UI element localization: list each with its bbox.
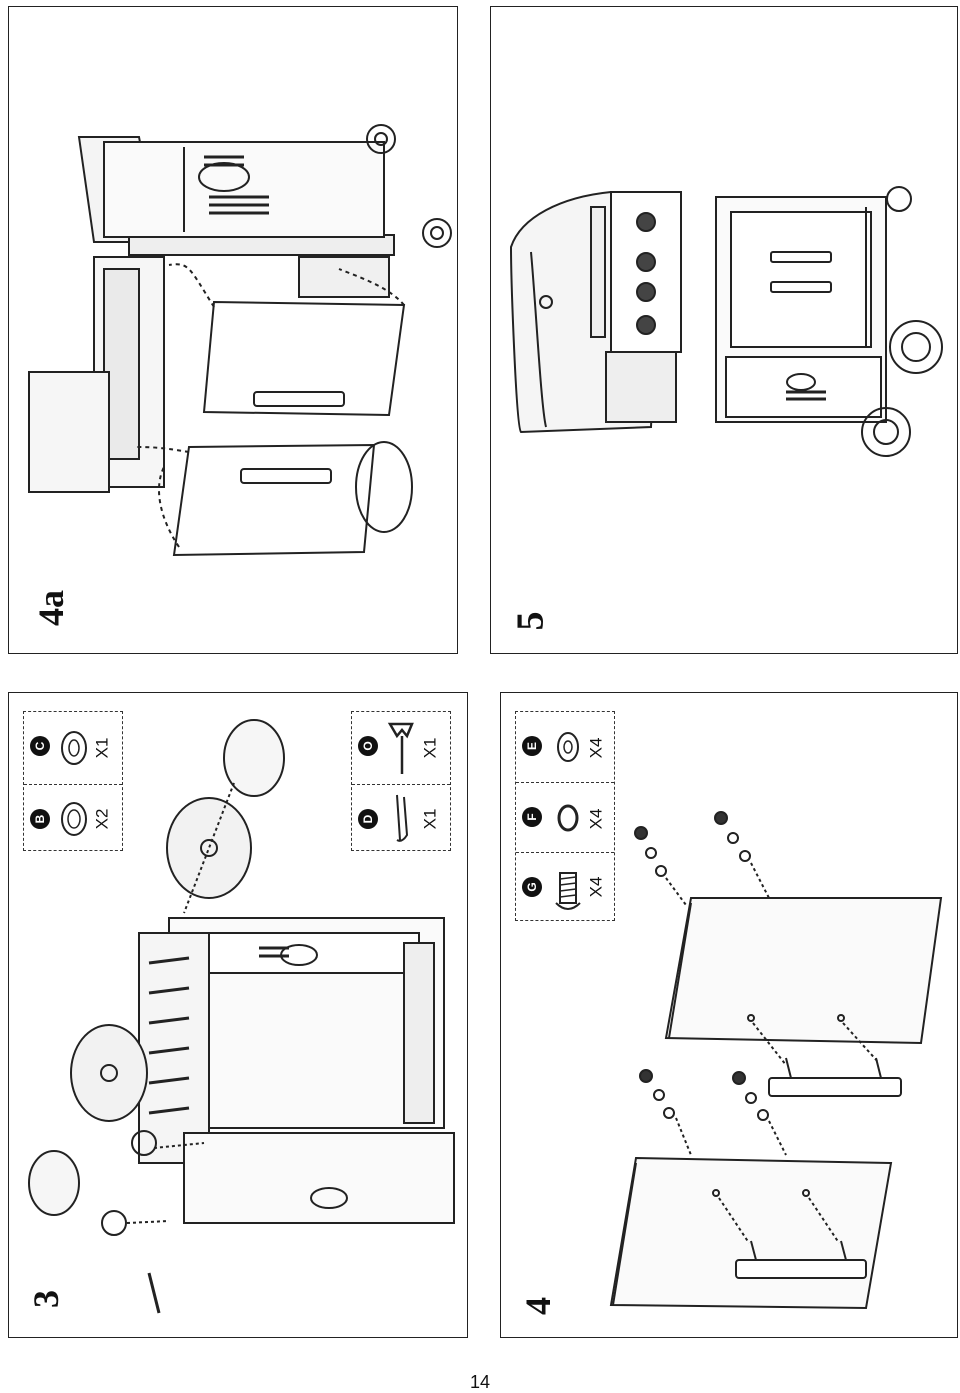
illustration-door-handles — [609, 811, 943, 1310]
panel-step-5: 5 — [490, 6, 958, 654]
panel-step-4a: 4a — [8, 6, 458, 654]
panel-step-3: B X2 C X1 D X1 O — [8, 692, 468, 1338]
page-number: 14 — [469, 1372, 491, 1392]
step-number: 4 — [518, 1297, 558, 1315]
illustration-cabinet-doors — [28, 124, 452, 557]
step-number: 5 — [509, 611, 552, 631]
illustration-cart-wheels-casters — [28, 719, 455, 1314]
panel-step-4: E X4 F X4 G X4 — [500, 692, 958, 1338]
step-number: 3 — [26, 1290, 66, 1308]
step-number: 4a — [31, 590, 71, 626]
illustration-grill-head-on-cart — [509, 186, 943, 457]
